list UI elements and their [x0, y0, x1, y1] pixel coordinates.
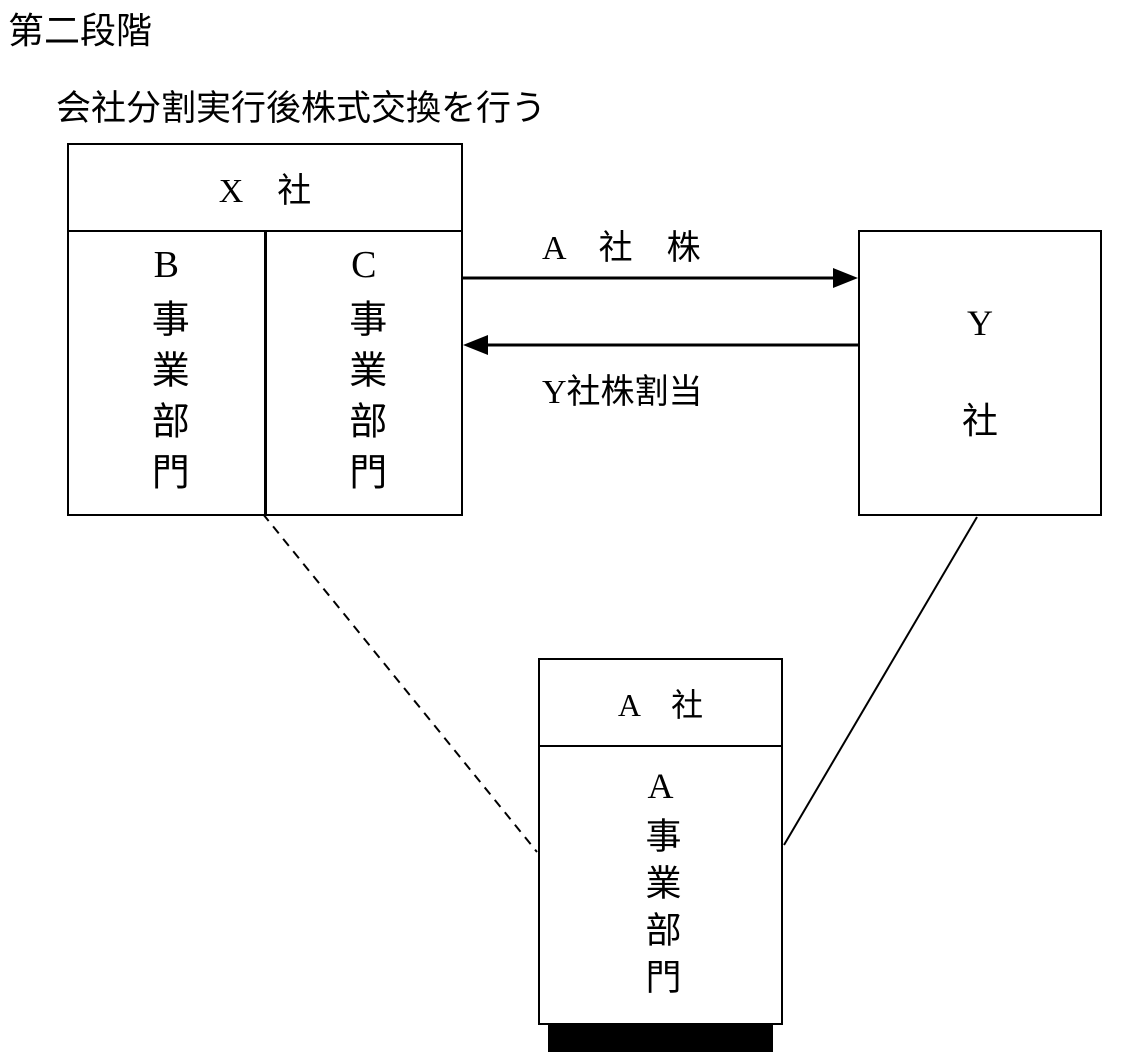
y-company-box: Y 社	[858, 230, 1102, 516]
division-a-label: A事業部門	[640, 765, 681, 1005]
division-b-label: B事業部門	[145, 243, 188, 503]
y-company-label-line1: Y	[967, 303, 993, 343]
a-company-header: A 社	[540, 660, 781, 747]
arrow-left-icon	[463, 335, 488, 355]
a-company-box: A 社 A事業部門	[538, 658, 783, 1025]
x-company-box: X 社 B事業部門 C事業部門	[67, 143, 463, 516]
a-box-bottom-bar	[548, 1023, 773, 1052]
solid-connector	[783, 516, 978, 846]
x-company-body: B事業部門 C事業部門	[69, 232, 461, 514]
y-company-label-line2: 社	[961, 401, 998, 441]
division-b-cell: B事業部門	[69, 232, 267, 514]
division-c-label: C事業部門	[342, 243, 385, 503]
arrow-right-icon	[833, 268, 858, 288]
division-c-cell: C事業部門	[267, 232, 462, 514]
stage-title: 第二段階	[8, 11, 153, 51]
x-company-header: X 社	[69, 145, 461, 232]
a-stock-arrow-label: A 社 株	[542, 230, 701, 267]
a-company-body: A事業部門	[540, 747, 781, 1023]
diagram-subtitle: 会社分割実行後株式交換を行う	[56, 89, 547, 128]
dashed-connector	[262, 513, 538, 853]
y-stock-arrow-label: Y社株割当	[542, 374, 703, 411]
